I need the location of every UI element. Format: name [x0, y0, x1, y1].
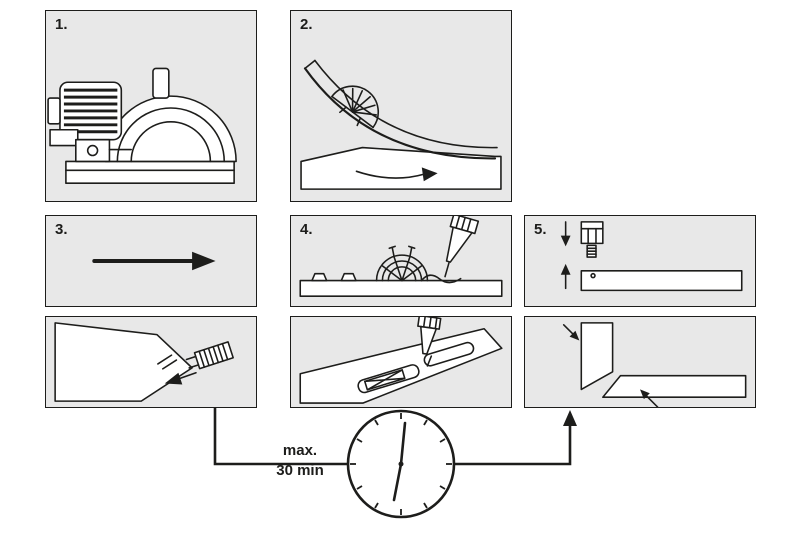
panel-1-label: 1.: [55, 16, 68, 33]
glue-into-slot-illustration: [299, 317, 503, 404]
minute-hand: [399, 421, 407, 466]
connector-housing: [580, 221, 604, 245]
board-edge: [580, 270, 743, 292]
slide-direction-arrow-illustration: [92, 251, 216, 271]
bolt-assembly-exploded-illustration: [560, 221, 743, 292]
plunge-cutter-tool-illustration: [47, 67, 237, 184]
arc-swing-insertion-illustration: [300, 59, 502, 190]
hour-hand: [392, 462, 403, 502]
panel-step-4: 4.: [290, 215, 512, 307]
timeline-duration-label: max. 30 min: [256, 441, 344, 482]
milled-slot: [423, 341, 475, 367]
glue-bead: [420, 274, 462, 284]
panel-glue-into-slot: [290, 316, 512, 408]
panel-connector-insert: [45, 316, 257, 408]
glue-bottle-icon: [445, 216, 480, 263]
join-arrow-icon: [645, 394, 659, 407]
duration-value: 30 min: [276, 462, 324, 480]
glue-strand: [426, 355, 433, 367]
panel-4-label: 4.: [300, 221, 313, 238]
panel-step-2: 2.: [290, 10, 512, 202]
board-corner: [54, 322, 193, 402]
vertical-board: [580, 322, 614, 391]
ribbed-connector-icon: [331, 85, 380, 129]
panel-5-label: 5.: [534, 221, 547, 238]
glue-on-connector-illustration: [299, 216, 503, 298]
rotate-arrow: [355, 170, 425, 179]
ribbed-connector-icon: [185, 341, 234, 370]
milled-slot: [357, 364, 420, 394]
horizontal-board: [602, 374, 747, 398]
panel-step-1: 1.: [45, 10, 257, 202]
panel-step-5: 5.: [524, 215, 756, 307]
panel-step-3: 3.: [45, 215, 257, 307]
max-label: max.: [282, 442, 318, 459]
panel-miter-joint: [524, 316, 756, 408]
glue-strand: [444, 262, 450, 278]
glue-bottle-icon: [417, 317, 442, 355]
ribbed-connector-icon: [375, 245, 429, 282]
panel-3-label: 3.: [55, 221, 68, 238]
join-arrow-icon: [562, 324, 575, 336]
panel-2-label: 2.: [300, 16, 313, 33]
mitered-corner-joint-illustration: [562, 322, 747, 407]
connector-into-panel-corner-illustration: [54, 322, 234, 402]
clock-icon: [346, 409, 456, 519]
board-surface: [299, 327, 503, 404]
